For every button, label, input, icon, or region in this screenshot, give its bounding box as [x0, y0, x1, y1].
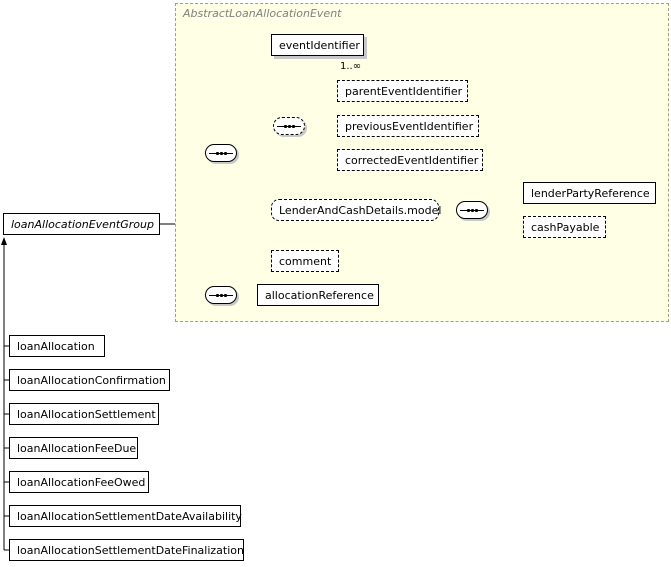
substitution-loan-allocation-settlement[interactable]: loanAllocationSettlement: [9, 403, 159, 425]
sequence-compositor-icon: [205, 144, 237, 162]
substitution-loan-allocation-confirmation[interactable]: loanAllocationConfirmation: [9, 369, 170, 391]
substitution-loan-allocation-fee-owed[interactable]: loanAllocationFeeOwed: [9, 471, 149, 493]
substitution-loan-allocation-settlement-date-finalization[interactable]: loanAllocationSettlementDateFinalization: [9, 539, 244, 561]
substitution-loan-allocation-fee-due[interactable]: loanAllocationFeeDue: [9, 437, 138, 459]
element-parent-event-identifier[interactable]: parentEventIdentifier: [337, 80, 468, 102]
group-title: AbstractLoanAllocationEvent: [183, 7, 342, 20]
allocation-sequence-compositor-icon: [205, 286, 237, 304]
element-comment[interactable]: comment: [271, 250, 339, 272]
substitution-loan-allocation-settlement-date-availability[interactable]: loanAllocationSettlementDateAvailability: [9, 505, 242, 527]
element-previous-event-identifier[interactable]: previousEventIdentifier: [337, 115, 479, 137]
lender-sequence-compositor-icon: [456, 201, 488, 219]
choice-compositor-icon: [273, 117, 305, 135]
event-identifier-multiplicity: 1..∞: [340, 61, 362, 72]
element-event-identifier[interactable]: eventIdentifier: [271, 34, 364, 56]
element-allocation-reference[interactable]: allocationReference: [257, 284, 379, 306]
root-element-loan-allocation-event-group[interactable]: loanAllocationEventGroup: [3, 213, 160, 235]
element-cash-payable[interactable]: cashPayable: [523, 216, 606, 238]
element-lender-party-reference[interactable]: lenderPartyReference: [523, 182, 656, 204]
element-corrected-event-identifier[interactable]: correctedEventIdentifier: [337, 149, 483, 171]
group-lender-and-cash-details-model[interactable]: LenderAndCashDetails.model: [271, 199, 441, 221]
substitution-loan-allocation[interactable]: loanAllocation: [9, 335, 105, 357]
